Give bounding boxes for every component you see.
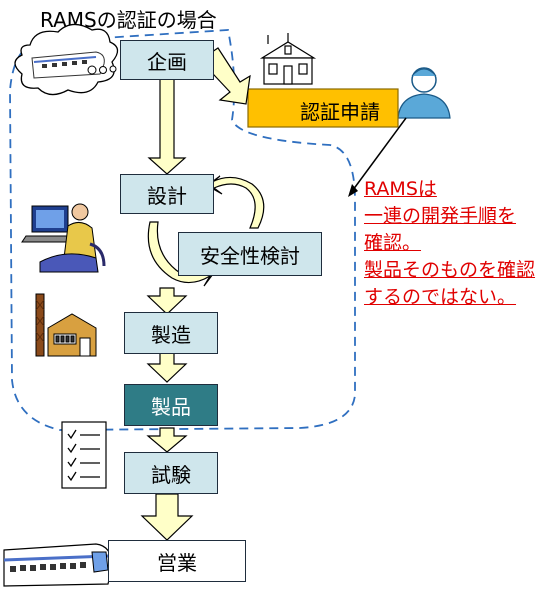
- safety-review-box: 安全性検討: [178, 232, 322, 276]
- operation-box: 営業: [108, 540, 246, 582]
- arrow-design-to-manufacturing: [146, 287, 188, 315]
- note-line-4: 製品そのものを確認: [364, 259, 536, 281]
- testing-box: 試験: [124, 452, 218, 494]
- rams-note: RAMSは 一連の開発手順を 確認。 製品そのものを確認 するのではない。: [364, 176, 535, 311]
- manufacturing-box: 製造: [124, 312, 218, 354]
- loop-arrow-review-to-design: [206, 175, 265, 229]
- product-box: 製品: [124, 384, 218, 426]
- inspector-person-icon: [397, 67, 451, 119]
- arrow-planning-to-design: [147, 77, 187, 175]
- arrow-testing-to-operation: [140, 493, 194, 541]
- school-building-icon: [259, 33, 317, 85]
- checklist-icon: [61, 421, 107, 489]
- note-line-5: するのではない。: [364, 286, 517, 308]
- design-box: 設計: [120, 174, 214, 214]
- factory-icon: [35, 293, 97, 357]
- train-icon: [3, 543, 113, 587]
- computer-worker-icon: [21, 203, 106, 273]
- arrow-product-to-testing: [146, 427, 188, 453]
- note-line-2: 一連の開発手順を: [364, 205, 517, 227]
- pointer-line: [349, 117, 407, 195]
- train-thought-cloud-icon: [14, 23, 119, 96]
- arrow-manufacturing-to-product: [146, 351, 188, 383]
- note-line-3: 確認。: [364, 232, 422, 254]
- certification-bar: [247, 88, 399, 128]
- planning-box: 企画: [120, 40, 214, 80]
- scope-boundary: [9, 29, 356, 431]
- pointer-arrowhead: [348, 184, 358, 197]
- certification-application-label: 認証申請: [300, 100, 380, 124]
- note-line-1: RAMSは: [364, 178, 437, 200]
